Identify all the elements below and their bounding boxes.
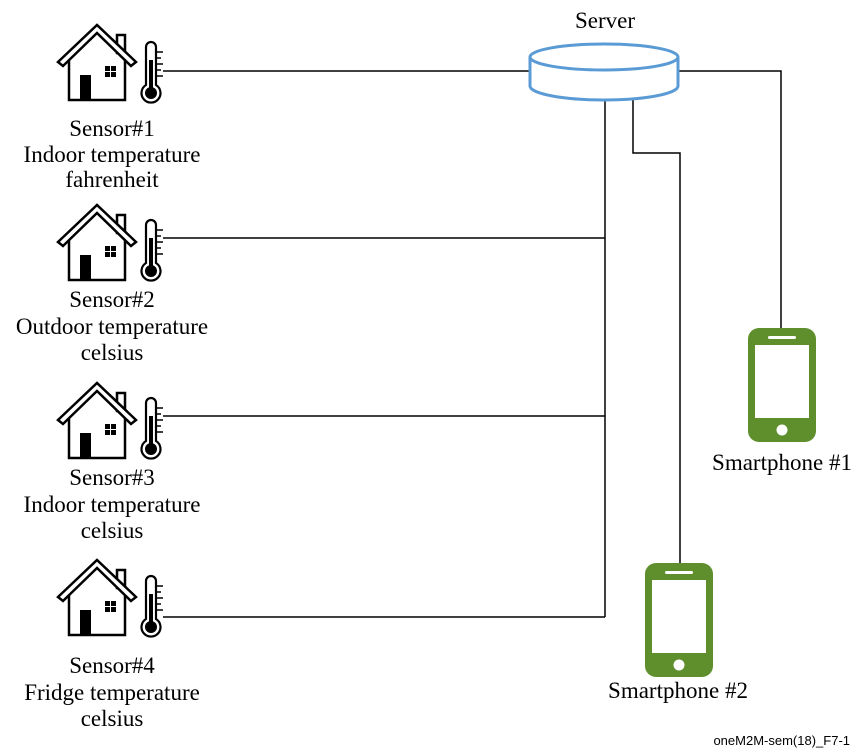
house-icon: [56, 203, 138, 282]
smartphone-icon: [645, 563, 713, 677]
server: Server: [528, 8, 680, 102]
smartphone-1: Smartphone #1: [712, 328, 852, 475]
sensor-name: Sensor#4: [69, 653, 155, 678]
smartphone-label: Smartphone #1: [712, 450, 852, 475]
thermometer-icon: [140, 396, 165, 460]
connector-smartphone-1: [678, 70, 782, 328]
thermometer-icon: [140, 574, 165, 638]
sensor-4: Sensor#4 Fridge temperature celsius: [24, 558, 200, 731]
thermometer-icon: [140, 218, 165, 282]
sensor-name: Sensor#1: [69, 116, 155, 141]
house-icon: [56, 381, 138, 460]
sensor-unit: celsius: [81, 706, 144, 731]
sensor-name: Sensor#3: [69, 465, 155, 490]
sensor-unit: fahrenheit: [65, 167, 159, 192]
smartphone-icon: [748, 328, 816, 442]
sensor-1: Sensor#1 Indoor temperature fahrenheit: [24, 23, 201, 192]
sensor-unit: celsius: [81, 518, 144, 543]
sensor-description: Fridge temperature: [24, 680, 200, 705]
sensor-2: Sensor#2 Outdoor temperature celsius: [16, 203, 208, 365]
smartphone-2: Smartphone #2: [608, 563, 748, 703]
server-cylinder-top: [528, 42, 680, 72]
connector-smartphone-2: [632, 99, 681, 563]
house-icon: [56, 558, 138, 637]
house-icon: [56, 23, 138, 102]
sensor-description: Outdoor temperature: [16, 314, 208, 339]
smartphone-label: Smartphone #2: [608, 678, 748, 703]
server-label: Server: [575, 8, 635, 33]
sensor-3: Sensor#3 Indoor temperature celsius: [24, 381, 201, 543]
sensor-name: Sensor#2: [69, 287, 155, 312]
sensor-description: Indoor temperature: [24, 492, 201, 517]
sensor-description: Indoor temperature: [24, 142, 201, 167]
database-icon: [528, 42, 680, 102]
thermometer-icon: [140, 40, 165, 104]
sensor-unit: celsius: [81, 340, 144, 365]
connectors: [163, 70, 782, 618]
figure-id: oneM2M-sem(18)_F7-1: [713, 733, 850, 748]
